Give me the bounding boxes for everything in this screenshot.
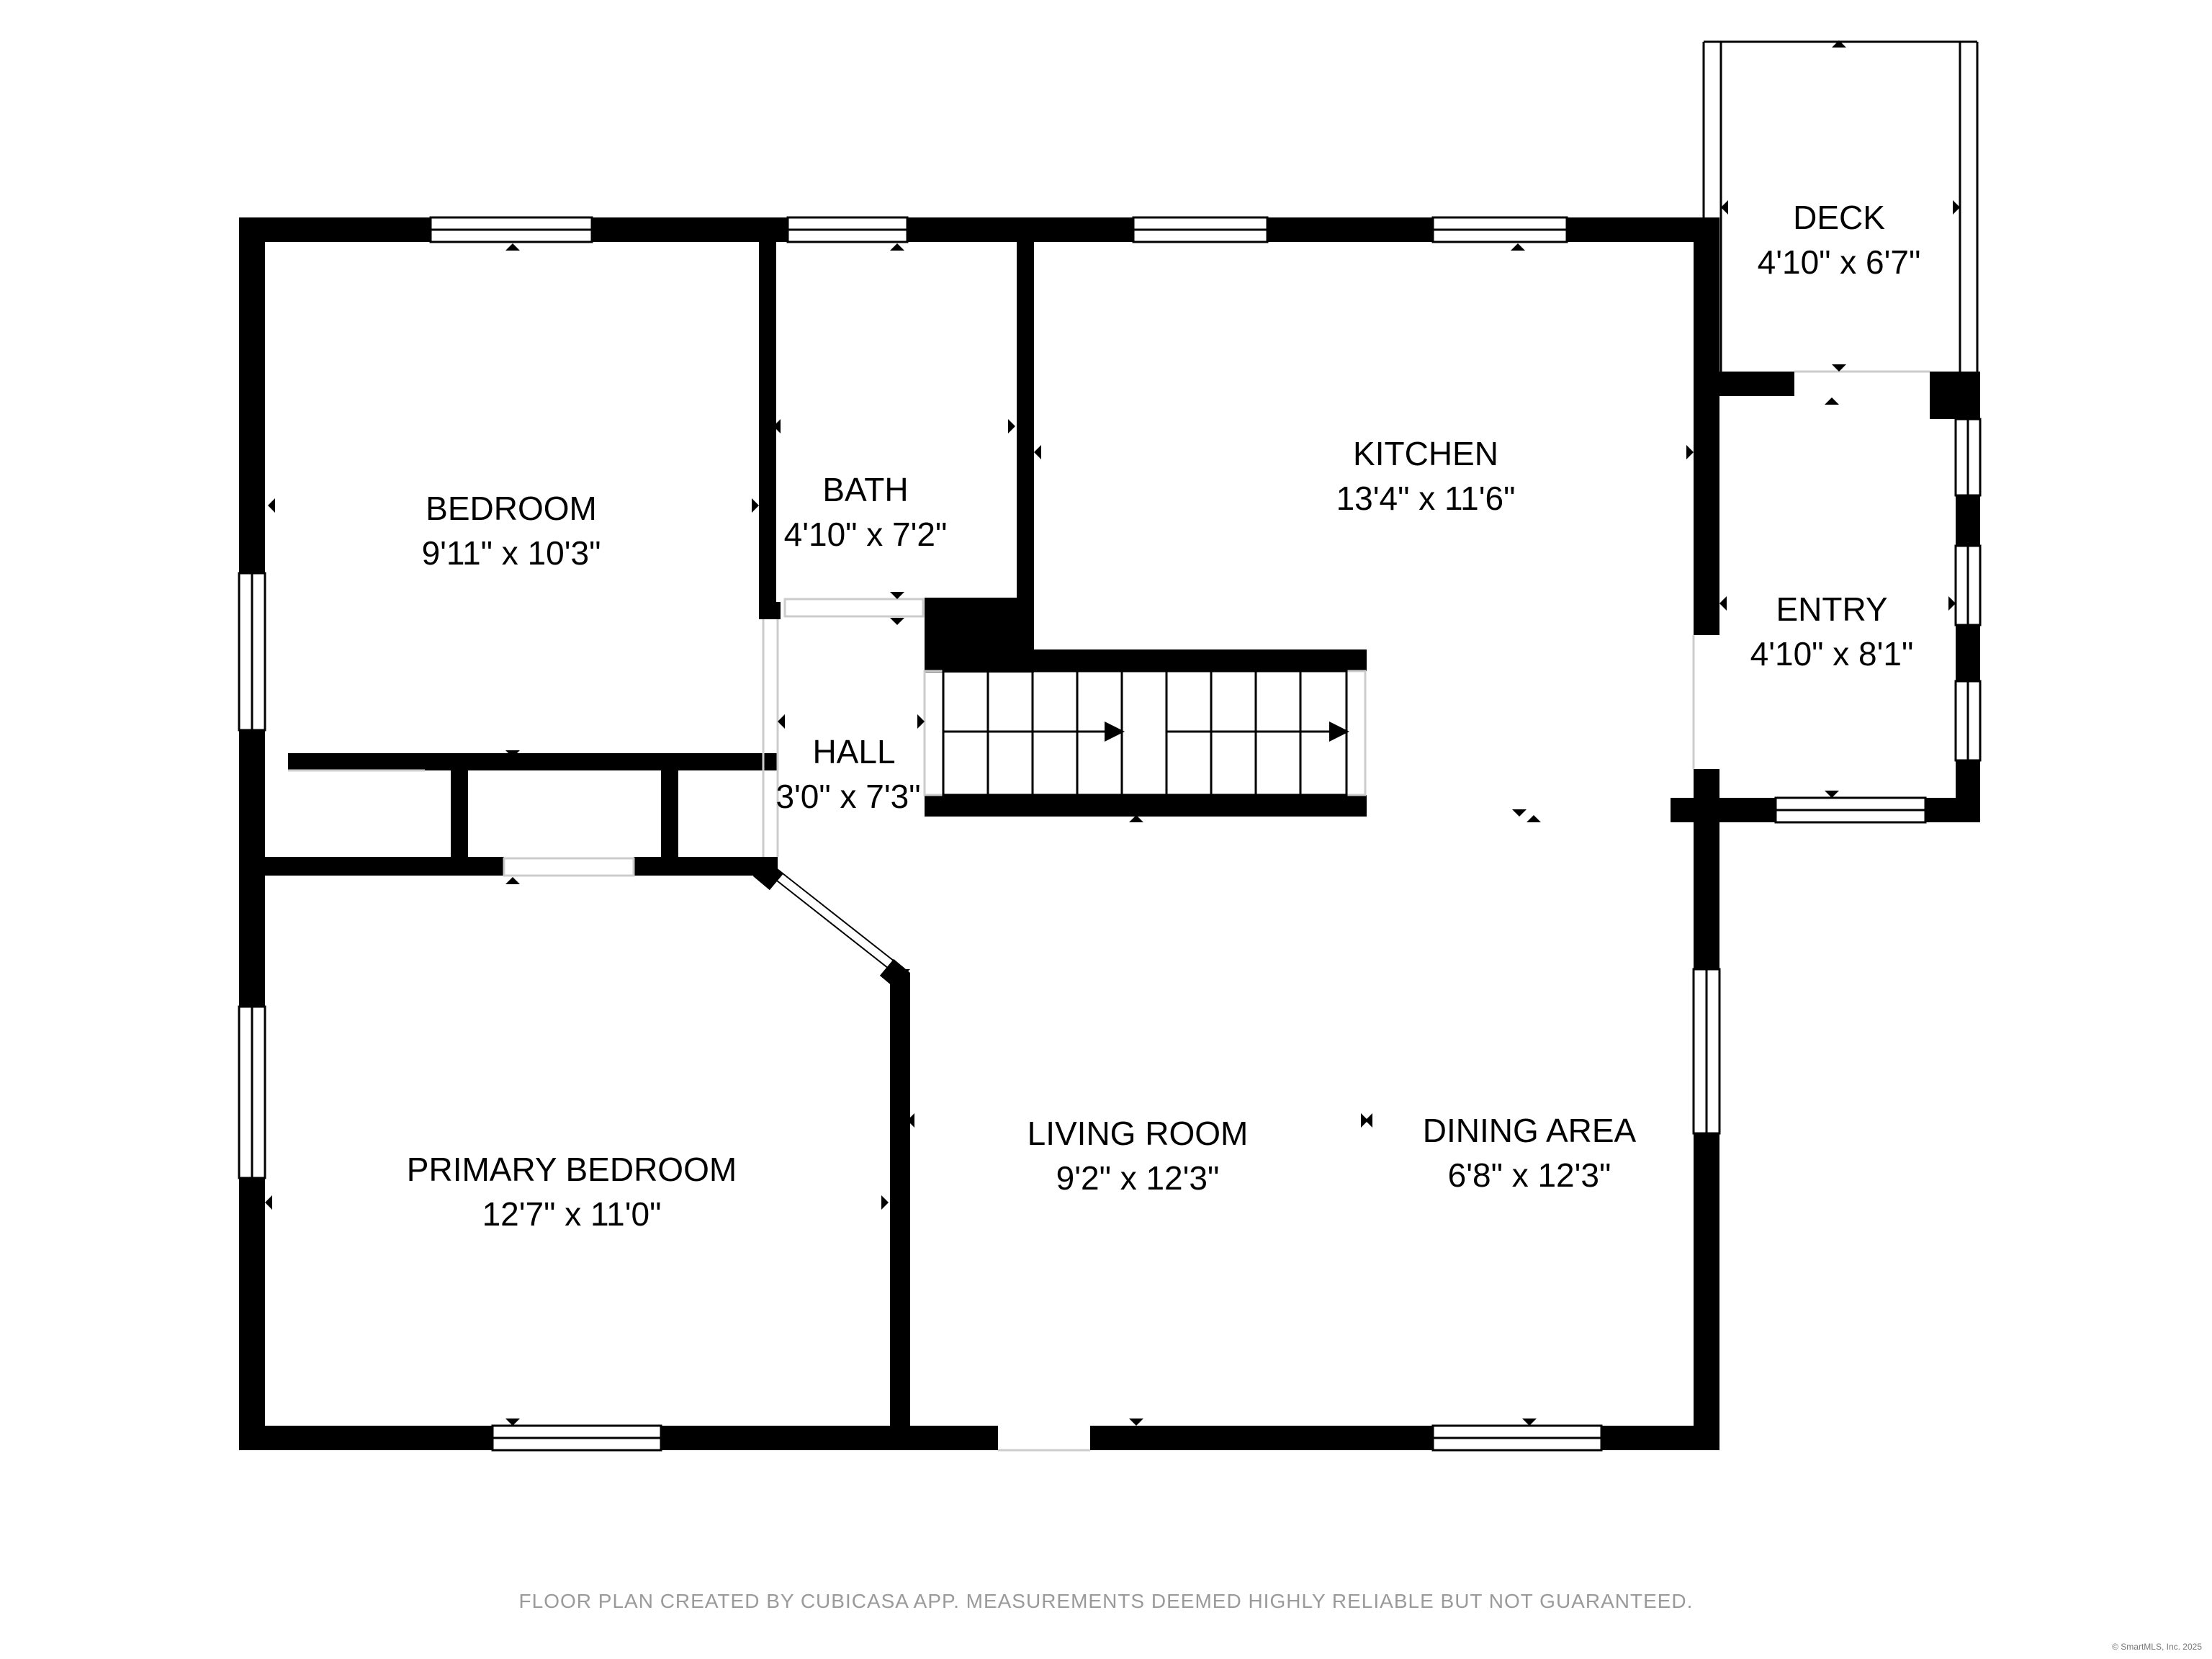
svg-text:LIVING ROOM: LIVING ROOM [1028, 1115, 1249, 1152]
svg-text:BEDROOM: BEDROOM [426, 490, 597, 527]
svg-text:BATH: BATH [822, 471, 908, 508]
walls [239, 217, 1980, 1450]
room-label-living-room: LIVING ROOM 9'2" x 12'3" [1028, 1115, 1249, 1197]
dimension-markers [265, 40, 1960, 1426]
svg-text:DINING AREA: DINING AREA [1423, 1112, 1637, 1149]
room-label-entry: ENTRY 4'10" x 8'1" [1750, 590, 1914, 673]
svg-text:4'10" x 8'1": 4'10" x 8'1" [1750, 635, 1914, 673]
room-label-bath: BATH 4'10" x 7'2" [784, 471, 948, 553]
svg-text:DECK: DECK [1793, 199, 1885, 236]
staircase [942, 670, 1348, 796]
svg-text:12'7" x 11'0": 12'7" x 11'0" [482, 1195, 662, 1233]
svg-text:9'2" x 12'3": 9'2" x 12'3" [1056, 1159, 1220, 1197]
svg-text:9'11" x 10'3": 9'11" x 10'3" [422, 534, 601, 572]
diagonal-wall [752, 859, 911, 990]
room-label-kitchen: KITCHEN 13'4" x 11'6" [1336, 435, 1516, 517]
svg-text:3'0" x 7'3": 3'0" x 7'3" [775, 778, 920, 815]
door-openings [288, 370, 1930, 1452]
room-label-deck: DECK 4'10" x 6'7" [1758, 199, 1921, 281]
room-label-hall: HALL 3'0" x 7'3" [775, 733, 920, 815]
svg-text:6'8" x 12'3": 6'8" x 12'3" [1448, 1156, 1611, 1194]
svg-text:4'10" x 7'2": 4'10" x 7'2" [784, 516, 948, 553]
svg-text:13'4" x 11'6": 13'4" x 11'6" [1336, 480, 1516, 517]
room-label-dining-area: DINING AREA 6'8" x 12'3" [1423, 1112, 1637, 1194]
stair-arrows [1105, 721, 1349, 742]
svg-text:KITCHEN: KITCHEN [1353, 435, 1498, 472]
svg-text:4'10" x 6'7": 4'10" x 6'7" [1758, 243, 1921, 281]
footer-disclaimer: FLOOR PLAN CREATED BY CUBICASA APP. MEAS… [518, 1590, 1694, 1612]
room-label-primary-bedroom: PRIMARY BEDROOM 12'7" x 11'0" [407, 1151, 737, 1233]
svg-text:ENTRY: ENTRY [1776, 590, 1887, 628]
svg-text:PRIMARY BEDROOM: PRIMARY BEDROOM [407, 1151, 737, 1188]
windows [238, 216, 1982, 1452]
svg-text:HALL: HALL [812, 733, 895, 770]
copyright-notice: © SmartMLS, Inc. 2025 [2112, 1642, 2202, 1652]
room-label-bedroom: BEDROOM 9'11" x 10'3" [422, 490, 601, 572]
